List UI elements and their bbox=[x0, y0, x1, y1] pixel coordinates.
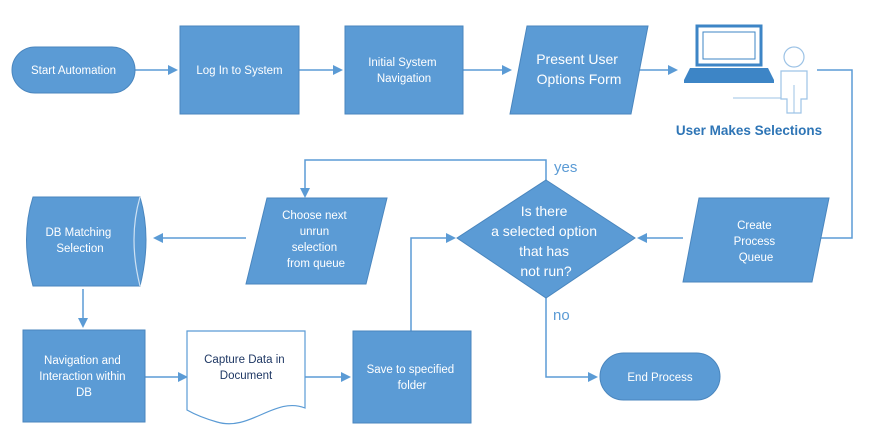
node-create-queue: Create Process Queue bbox=[682, 197, 830, 283]
node-choose-next: Choose next unrun selection from queue bbox=[245, 197, 388, 285]
person-icon bbox=[780, 46, 808, 114]
node-login: Log In to System bbox=[179, 25, 300, 115]
node-end: End Process bbox=[599, 352, 721, 401]
node-choose-next-label: Choose next unrun selection from queue bbox=[282, 210, 350, 270]
node-capture-data: Capture Data in Document bbox=[186, 330, 306, 425]
edge-decision-no bbox=[545, 298, 598, 382]
node-login-label: Log In to System bbox=[196, 65, 282, 77]
node-create-queue-label: Create Process Queue bbox=[734, 220, 779, 264]
laptop-icon bbox=[684, 24, 774, 83]
edge-label-yes: yes bbox=[554, 159, 577, 176]
node-initial-nav: Initial System Navigation bbox=[344, 25, 464, 115]
node-save-folder-label: Save to specified folder bbox=[367, 364, 458, 392]
node-present-form: Present User Options Form bbox=[509, 25, 649, 115]
node-initial-nav-label: Initial System Navigation bbox=[368, 57, 440, 85]
node-save-folder: Save to specified folder bbox=[352, 330, 472, 424]
node-decision-label: Is there a selected option that has not … bbox=[491, 203, 601, 279]
node-user: User Makes Selections bbox=[676, 24, 822, 138]
edge-label-no: no bbox=[553, 307, 570, 324]
node-capture-data-label: Capture Data in Document bbox=[204, 354, 288, 382]
node-nav-interaction: Navigation and Interaction within DB bbox=[22, 329, 146, 423]
node-db-matching: DB Matching Selection bbox=[26, 196, 147, 287]
edge-save-to-decision bbox=[410, 233, 456, 331]
node-present-form-label: Present User Options Form bbox=[536, 51, 622, 87]
node-start: Start Automation bbox=[11, 46, 136, 94]
node-nav-interaction-label: Navigation and Interaction within DB bbox=[39, 355, 129, 399]
node-db-matching-label: DB Matching Selection bbox=[45, 227, 114, 255]
node-end-label: End Process bbox=[627, 372, 692, 384]
edge-user-to-create-queue bbox=[810, 69, 853, 243]
edge-decision-yes bbox=[300, 159, 547, 198]
node-user-caption: User Makes Selections bbox=[676, 123, 822, 138]
edges bbox=[78, 65, 853, 382]
node-decision: Is there a selected option that has not … bbox=[456, 179, 636, 299]
node-start-label: Start Automation bbox=[31, 65, 116, 77]
